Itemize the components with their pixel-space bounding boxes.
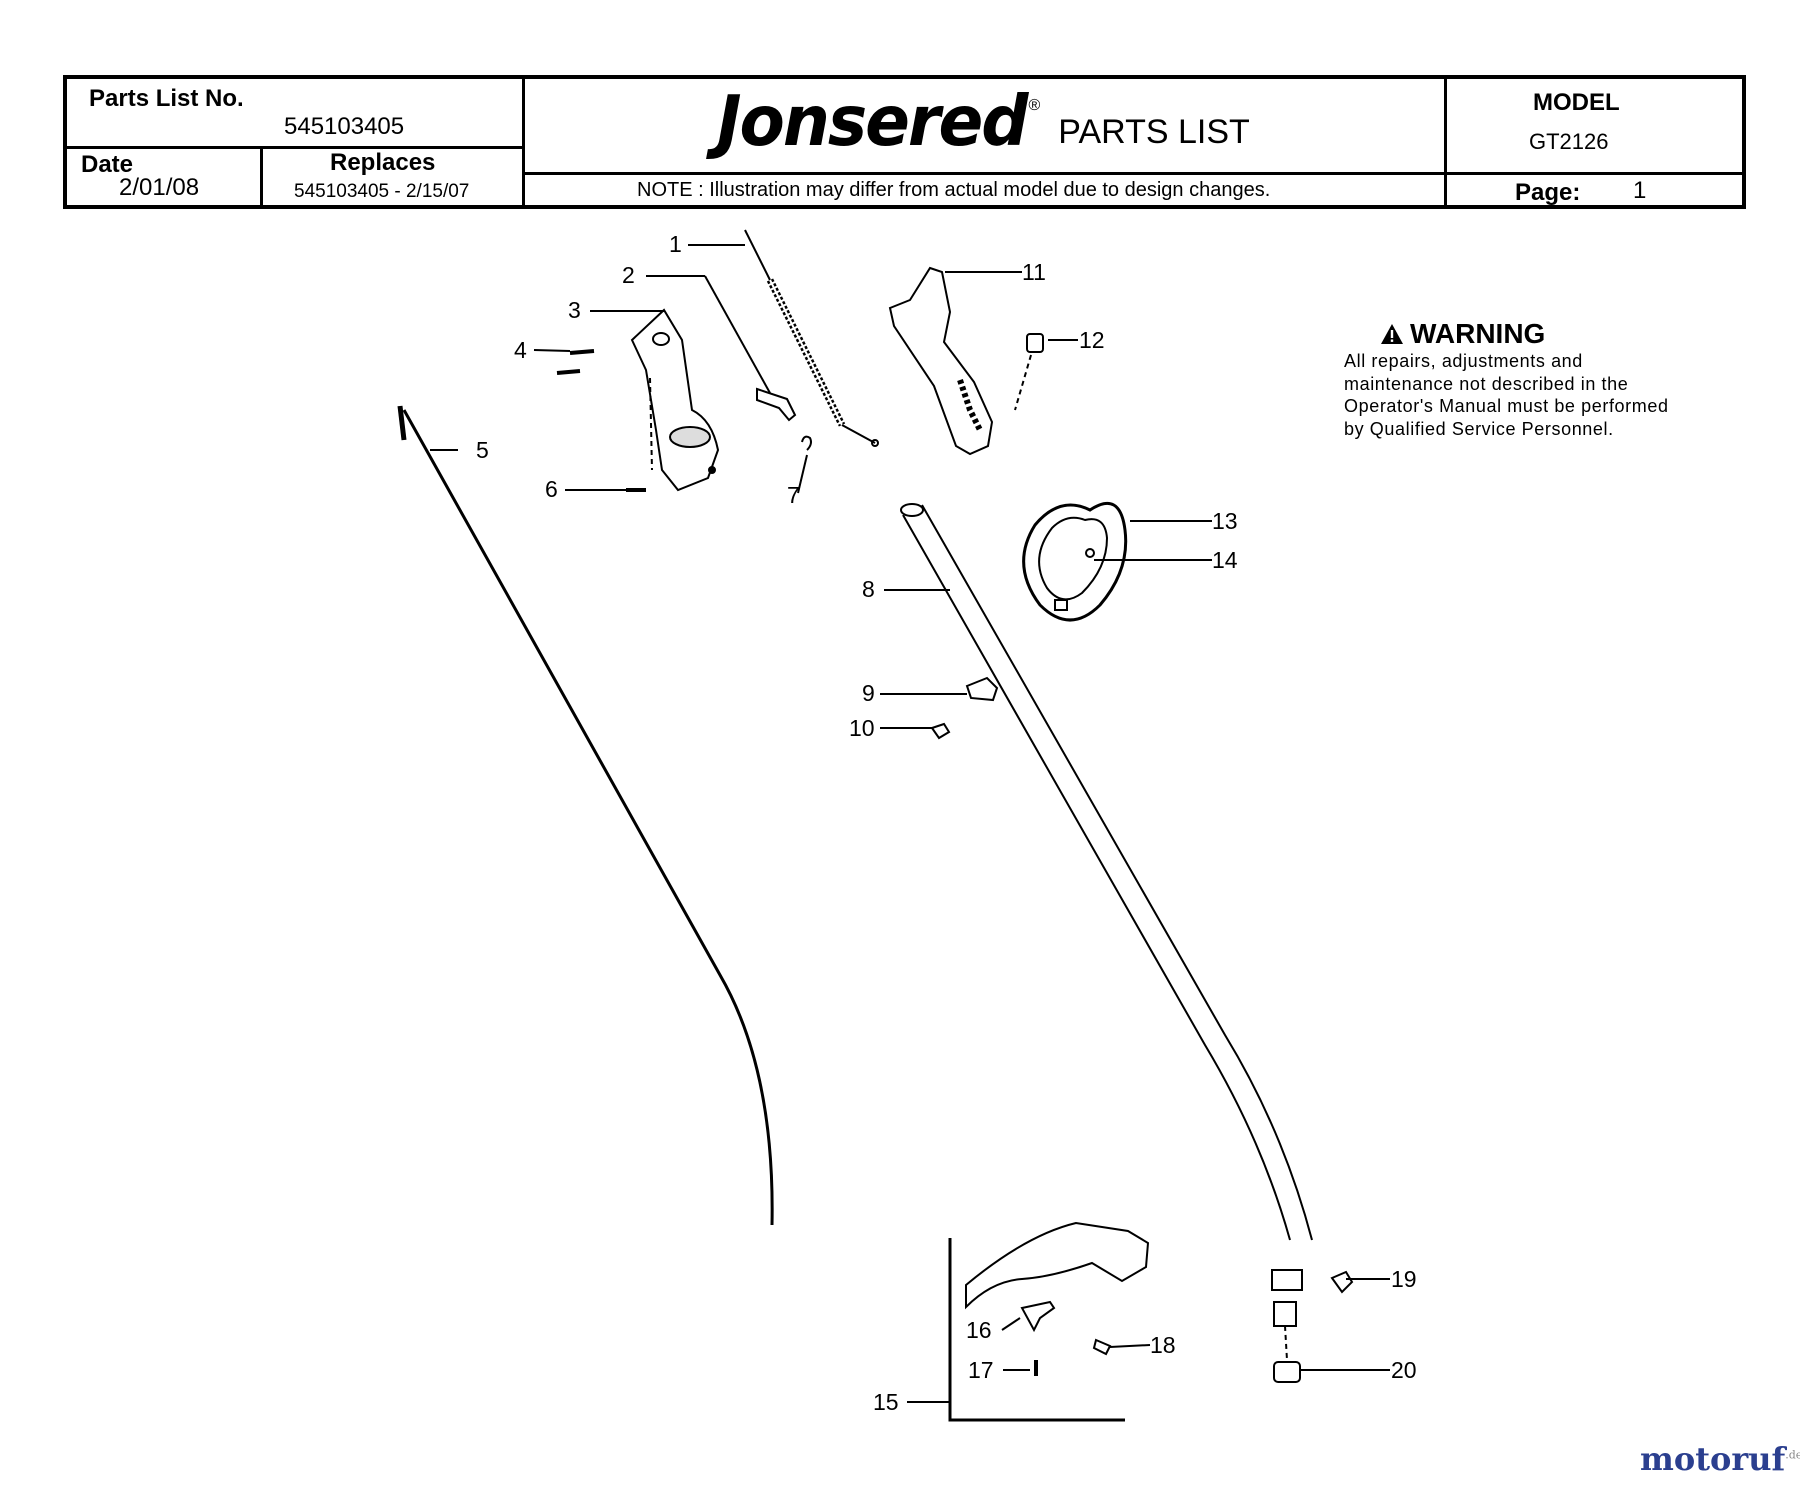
callout-9: 9 — [862, 680, 875, 706]
document-title: PARTS LIST — [1058, 113, 1250, 151]
callout-13: 13 — [1212, 508, 1238, 534]
date-value: 2/01/08 — [119, 174, 200, 201]
leader-dashed — [649, 377, 653, 471]
model-label: MODEL — [1533, 89, 1620, 116]
part-throttle-cable — [744, 229, 879, 447]
leader-dashed — [1284, 1325, 1288, 1361]
callout-14: 14 — [1212, 547, 1238, 573]
callout-5: 5 — [476, 437, 489, 463]
callout-1: 1 — [669, 231, 682, 257]
warning-triangle-icon — [1381, 324, 1403, 344]
part-trigger — [756, 387, 797, 422]
brand-block: Jonsered ® PARTS LIST — [717, 81, 1250, 162]
callout-15: 15 — [873, 1389, 899, 1415]
part-handle-housing — [630, 308, 720, 492]
callout-2: 2 — [622, 262, 635, 288]
page-label: Page: — [1515, 179, 1581, 206]
part-loop-handle — [1022, 501, 1128, 622]
callout-17: 17 — [968, 1357, 994, 1383]
replaces-value: 545103405 - 2/15/07 — [294, 181, 470, 202]
warning-notice: WARNING All repairs, adjustments and mai… — [1344, 318, 1674, 440]
date-label: Date — [81, 151, 134, 178]
part-line-cutter-blade — [1020, 1300, 1056, 1333]
callout-7: 7 — [787, 482, 800, 508]
registered-mark: ® — [1028, 97, 1041, 114]
part-knob — [1014, 333, 1044, 411]
parts-list-no-label: Parts List No. — [89, 85, 244, 112]
warning-text: All repairs, adjustments and maintenance… — [1344, 351, 1669, 439]
watermark-logo: motoruf.de — [1640, 1440, 1800, 1478]
header-divider — [522, 79, 525, 205]
leader-lines — [430, 244, 1390, 1403]
replaces-label: Replaces — [330, 149, 436, 176]
callout-6: 6 — [545, 476, 558, 502]
page-number: 1 — [1633, 177, 1647, 204]
part-shaft-end — [1273, 1301, 1297, 1327]
part-retaining-cap — [1273, 1361, 1301, 1383]
parts-list-no: 545103405 — [284, 113, 405, 140]
callout-10: 10 — [849, 715, 875, 741]
watermark-suffix: .de — [1785, 1448, 1800, 1462]
part-screws — [556, 349, 595, 375]
callout-3: 3 — [568, 297, 581, 323]
header-divider — [524, 172, 1744, 175]
part-upper-handle — [888, 266, 994, 456]
design-note: NOTE : Illustration may differ from actu… — [637, 179, 1271, 201]
part-drive-shaft-tip — [397, 405, 407, 441]
callout-12: 12 — [1079, 327, 1105, 353]
brand-logo: Jonsered — [717, 81, 1028, 162]
part-guard-assembly-bracket — [948, 1238, 1125, 1422]
part-wing-nut — [1330, 1270, 1354, 1294]
header-divider — [67, 146, 524, 149]
part-shaft-collar — [1271, 1269, 1303, 1291]
callout-18: 18 — [1150, 1332, 1176, 1358]
warning-heading: WARNING — [1380, 318, 1674, 350]
callout-20: 20 — [1391, 1357, 1417, 1383]
part-drive-shaft — [402, 409, 774, 1226]
callout-8: 8 — [862, 576, 875, 602]
callout-16: 16 — [966, 1317, 992, 1343]
part-screw-18 — [1092, 1338, 1112, 1356]
callout-19: 19 — [1391, 1266, 1417, 1292]
header-divider — [1444, 79, 1447, 205]
header-divider — [260, 146, 263, 205]
header-table: Parts List No. 545103405 Date 2/01/08 Re… — [63, 75, 1746, 209]
watermark-brand: motoruf — [1640, 1440, 1786, 1478]
part-shaft-clamp — [965, 676, 999, 702]
model-value: GT2126 — [1529, 129, 1609, 154]
part-trimmer-guard — [965, 1221, 1150, 1310]
warning-title: WARNING — [1410, 318, 1546, 349]
part-shaft-tube — [900, 503, 1313, 1241]
callout-4: 4 — [514, 337, 527, 363]
part-spring — [801, 435, 812, 451]
callout-11: 11 — [1022, 259, 1046, 285]
part-screw-10 — [930, 722, 951, 740]
